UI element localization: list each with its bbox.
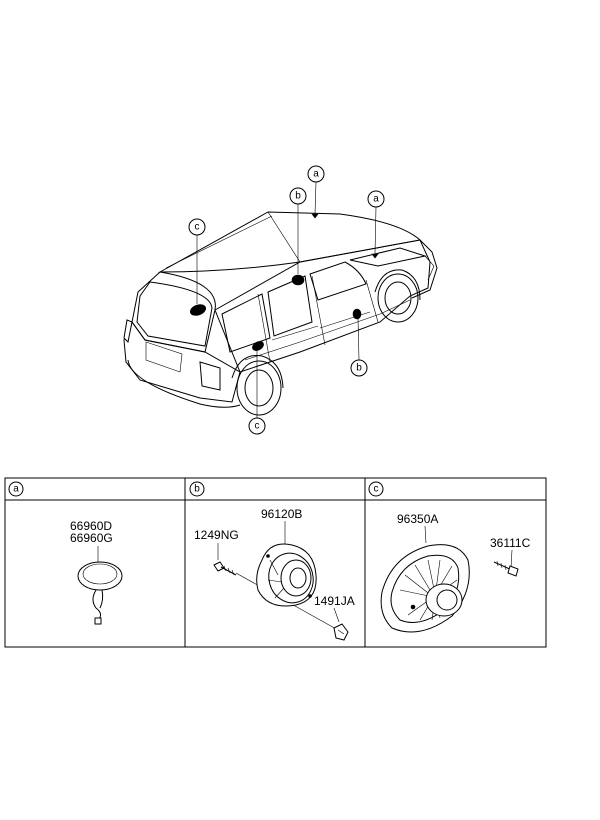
part-number-36111C: 36111C [490, 536, 531, 550]
section-header-c: c [368, 481, 384, 497]
callout-leaders [196, 181, 377, 418]
callout-a-rear: a [367, 190, 385, 208]
parts-table [4, 477, 547, 648]
part-number-66960G: 66960G [70, 531, 113, 545]
callout-label: a [373, 194, 379, 205]
roof-antenna-drawing [77, 561, 123, 625]
callout-label: c [255, 421, 260, 432]
part-number-96350A: 96350A [397, 512, 438, 526]
callout-c-bottom: c [248, 417, 266, 435]
minivan-illustration [123, 211, 438, 416]
bolt-drawing [213, 561, 237, 576]
door-speaker-drawing [256, 543, 317, 607]
callout-b-top: b [289, 187, 307, 205]
rear-speaker-drawing [380, 544, 470, 633]
section-c-parts: 96350A 36111C [380, 512, 531, 633]
callout-label: b [295, 191, 301, 202]
part-number-1491JA: 1491JA [314, 594, 355, 608]
section-header-a: a [8, 481, 24, 497]
callout-a-top: a [307, 165, 325, 183]
section-header-b: b [189, 481, 205, 497]
callout-c-top: c [188, 218, 206, 236]
part-number-66960D: 66960D [70, 519, 112, 533]
section-b-parts: 96120B 1249NG 1491JA [194, 507, 355, 641]
callout-label: a [313, 169, 319, 180]
callout-b-bottom: b [350, 359, 368, 377]
callout-label: c [195, 222, 200, 233]
part-number-96120B: 96120B [261, 507, 302, 521]
section-letter: a [13, 484, 19, 495]
section-letter: c [374, 484, 379, 495]
clip-drawing [333, 623, 349, 641]
screw-drawing [493, 560, 519, 577]
callout-label: b [356, 363, 362, 374]
section-a-parts: 66960D 66960G [70, 519, 123, 625]
part-number-1249NG: 1249NG [194, 528, 239, 542]
section-letter: b [194, 484, 200, 495]
